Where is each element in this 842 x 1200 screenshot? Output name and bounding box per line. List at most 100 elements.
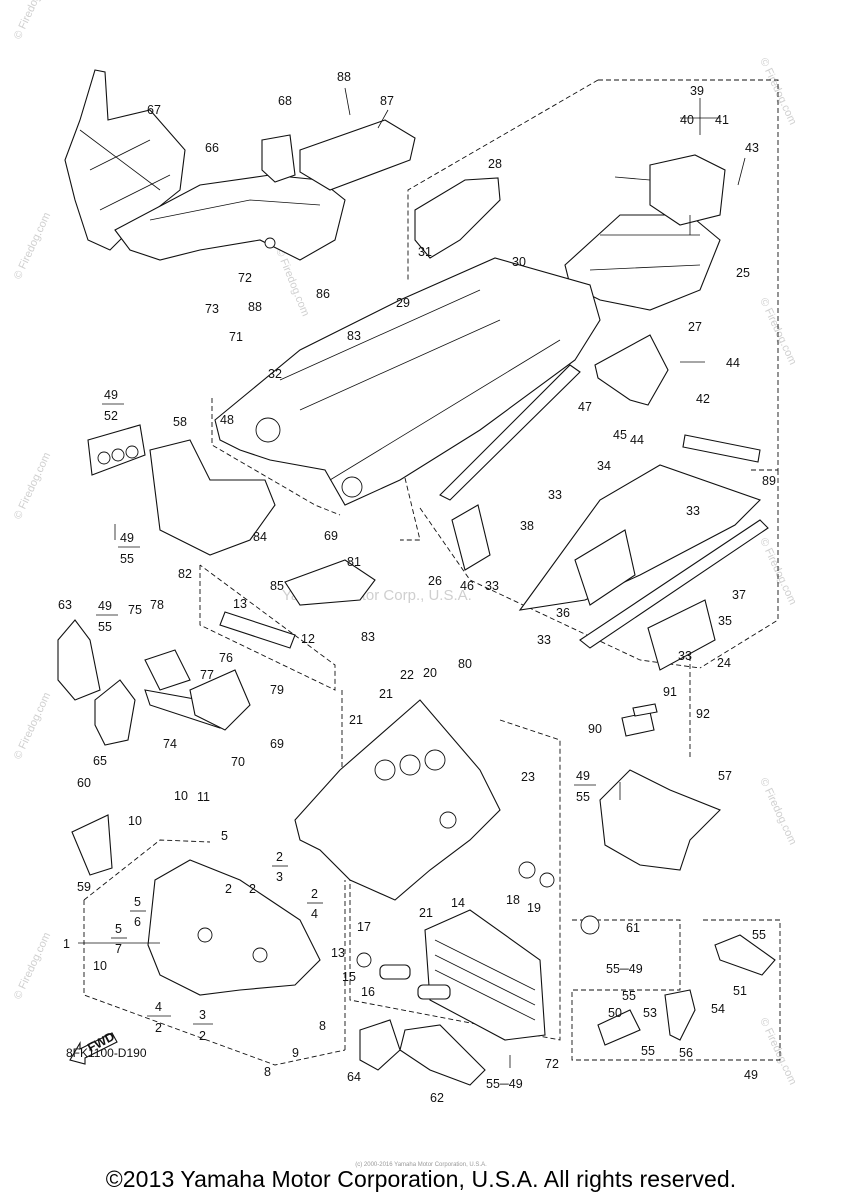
part-27-bracket (594, 334, 669, 406)
callout-82: 82 (178, 567, 192, 581)
callout-38: 38 (520, 519, 534, 533)
svg-text:4: 4 (155, 1000, 162, 1014)
callout-39: 39 (690, 84, 704, 98)
part-52-hole (111, 448, 125, 462)
watermark-edge: © Firedog.com (12, 931, 53, 1002)
callout-33b: 33 (686, 504, 700, 518)
callout-65: 65 (93, 754, 107, 768)
part-47-rail (439, 364, 581, 501)
callout-85: 85 (270, 579, 284, 593)
outline-upper-right (598, 79, 779, 471)
part-34-plate (518, 464, 762, 611)
callout-71: 71 (229, 330, 243, 344)
callout-33a: 33 (548, 488, 562, 502)
callout-83b: 83 (361, 630, 375, 644)
callout-44a: 44 (726, 356, 740, 370)
callout-22: 22 (400, 668, 414, 682)
fraction-5-6: 5 6 (130, 895, 146, 929)
part-64-cup (359, 1019, 401, 1071)
callout-31: 31 (418, 245, 432, 259)
callout-45: 45 (613, 428, 627, 442)
outline-bracket-12 (199, 564, 336, 691)
svg-text:49: 49 (576, 769, 590, 783)
watermark-edge: © Firedog.com (757, 1016, 798, 1087)
callout-44b: 44 (630, 433, 644, 447)
part-83-plate (284, 559, 376, 606)
callout-11: 11 (197, 790, 210, 804)
callout-62: 62 (430, 1091, 444, 1105)
svg-text:4: 4 (311, 907, 318, 921)
part-37-rail (579, 519, 769, 649)
callout-35: 35 (718, 614, 732, 628)
part-38-plate (451, 504, 491, 571)
svg-text:7: 7 (115, 942, 122, 956)
callout-54: 54 (711, 1002, 725, 1016)
callout-30: 30 (512, 255, 526, 269)
fraction-5-7: 5 7 (111, 922, 127, 956)
callout-55d: 55 (641, 1044, 655, 1058)
fraction-3-2: 3 2 (193, 1008, 213, 1043)
part-59-bracket (71, 814, 113, 876)
svg-text:55: 55 (98, 620, 112, 634)
callout-48: 48 (220, 413, 234, 427)
callout-8a: 8 (319, 1019, 326, 1033)
callout-91: 91 (663, 685, 677, 699)
callout-5a: 5 (221, 829, 228, 843)
range-55-49: 55─49 (606, 962, 643, 976)
callout-73: 73 (205, 302, 219, 316)
callout-66: 66 (205, 141, 219, 155)
callout-37: 37 (732, 588, 746, 602)
part-66-frame-tube (114, 174, 346, 261)
callout-55c: 55 (622, 989, 636, 1003)
part-1-front-suspension (147, 859, 321, 996)
outline-upper-mid (400, 477, 421, 541)
callout-labels: 88 87 68 67 66 39 40 41 43 28 25 31 30 7… (58, 70, 776, 1105)
callout-90: 90 (588, 722, 602, 736)
callout-14: 14 (451, 896, 465, 910)
part-66-hole (264, 237, 276, 249)
part-15-pipe (379, 964, 411, 980)
callout-10b: 10 (128, 814, 142, 828)
svg-text:49: 49 (120, 531, 134, 545)
part-68-bracket (261, 134, 296, 183)
callout-21c: 21 (419, 906, 433, 920)
callout-41: 41 (715, 113, 729, 127)
callout-2b: 2 (225, 882, 232, 896)
svg-text:2: 2 (155, 1021, 162, 1035)
callout-21b: 21 (349, 713, 363, 727)
part-53-54-arm (664, 989, 696, 1041)
part-12-bar (219, 611, 296, 649)
part-1-hole (197, 927, 213, 943)
callout-80: 80 (458, 657, 472, 671)
callout-89: 89 (762, 474, 776, 488)
outline-upper-diagonal (407, 79, 599, 280)
callout-83a: 83 (347, 329, 361, 343)
callout-88b: 88 (248, 300, 262, 314)
callout-70: 70 (231, 755, 245, 769)
callout-21a: 21 (379, 687, 393, 701)
part-52-hole (125, 445, 139, 459)
part-14-fins (434, 939, 536, 1021)
part-39-pipe (614, 176, 691, 235)
svg-text:5: 5 (134, 895, 141, 909)
callout-64: 64 (347, 1070, 361, 1084)
callout-20: 20 (423, 666, 437, 680)
part-76-bracket (189, 669, 251, 731)
leader-87 (377, 109, 389, 129)
part-50-plate (597, 1009, 641, 1046)
callout-9: 9 (292, 1046, 299, 1060)
part-91-pad (632, 703, 658, 717)
svg-text:55: 55 (576, 790, 590, 804)
callout-77: 77 (200, 668, 214, 682)
callout-28: 28 (488, 157, 502, 171)
fwd-arrow-icon (69, 1032, 118, 1065)
range-callouts: 55─49 55─49 (486, 962, 643, 1091)
callout-63: 63 (58, 598, 72, 612)
part-39-bracket (649, 154, 726, 226)
callout-10a: 10 (174, 789, 188, 803)
callout-76: 76 (219, 651, 233, 665)
part-66-detail (149, 199, 321, 221)
svg-text:2: 2 (199, 1029, 206, 1043)
callout-92: 92 (696, 707, 710, 721)
